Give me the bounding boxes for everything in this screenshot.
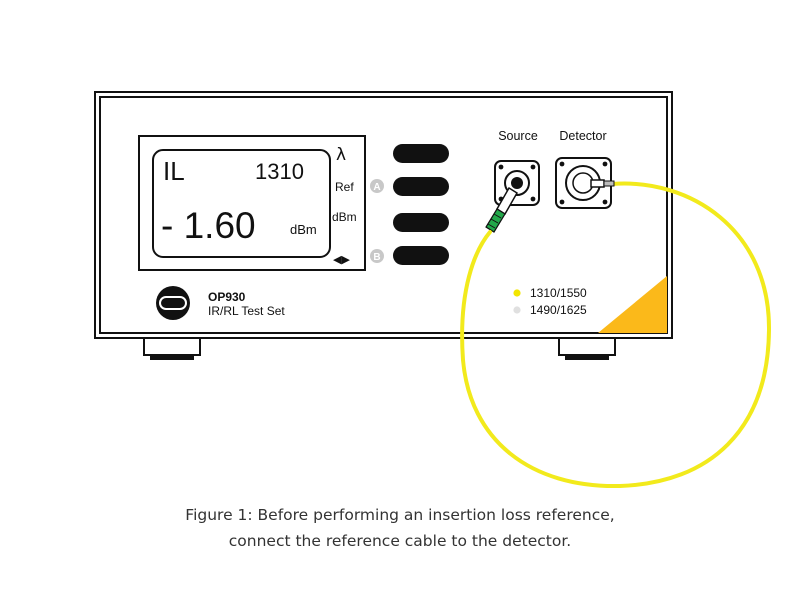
right-foot-pad [565,354,609,360]
detector-connector [590,179,615,188]
display-unit: dBm [290,222,317,237]
fiber-cable [460,181,772,489]
indicator-label-1310-1550: 1310/1550 [530,286,587,300]
display-mode: IL [163,156,185,186]
softkey-ref-button[interactable] [393,177,449,196]
softkey-a-letter: A [373,182,380,193]
figure-caption-line-2: connect the reference cable to the detec… [228,532,572,550]
model-description: IR/RL Test Set [208,304,285,318]
source-port[interactable] [494,160,540,206]
ref-label: Ref [335,180,354,194]
power-button-slot [159,296,187,310]
power-button[interactable] [156,286,190,320]
softkey-arrows-button[interactable] [393,246,449,265]
display-wavelength: 1310 [255,159,304,184]
source-connector [485,186,519,233]
dbm-label: dBm [332,210,357,224]
display-reading: - 1.60 [161,205,256,246]
softkey-lambda-button[interactable] [393,144,449,163]
detector-port[interactable] [555,157,612,209]
arrows-label: ◀▶ [333,253,350,266]
figure-caption-line-1: Figure 1: Before performing an insertion… [185,506,615,524]
source-label: Source [498,129,538,143]
corner-accent [598,276,667,333]
softkey-b-letter: B [373,252,380,263]
detector-label: Detector [559,129,606,143]
device-feet [143,335,616,360]
indicator-led-1490-1625 [513,306,521,314]
indicator-led-1310-1550 [513,289,521,297]
softkey-b-marker [370,249,384,263]
lambda-label: λ [336,145,346,165]
left-foot-pad [150,354,194,360]
display-screen [152,149,331,258]
model-name: OP930 [208,290,246,304]
softkey-dbm-button[interactable] [393,213,449,232]
softkey-a-marker [370,179,384,193]
indicator-label-1490-1625: 1490/1625 [530,303,587,317]
device-body-inner [99,96,668,334]
